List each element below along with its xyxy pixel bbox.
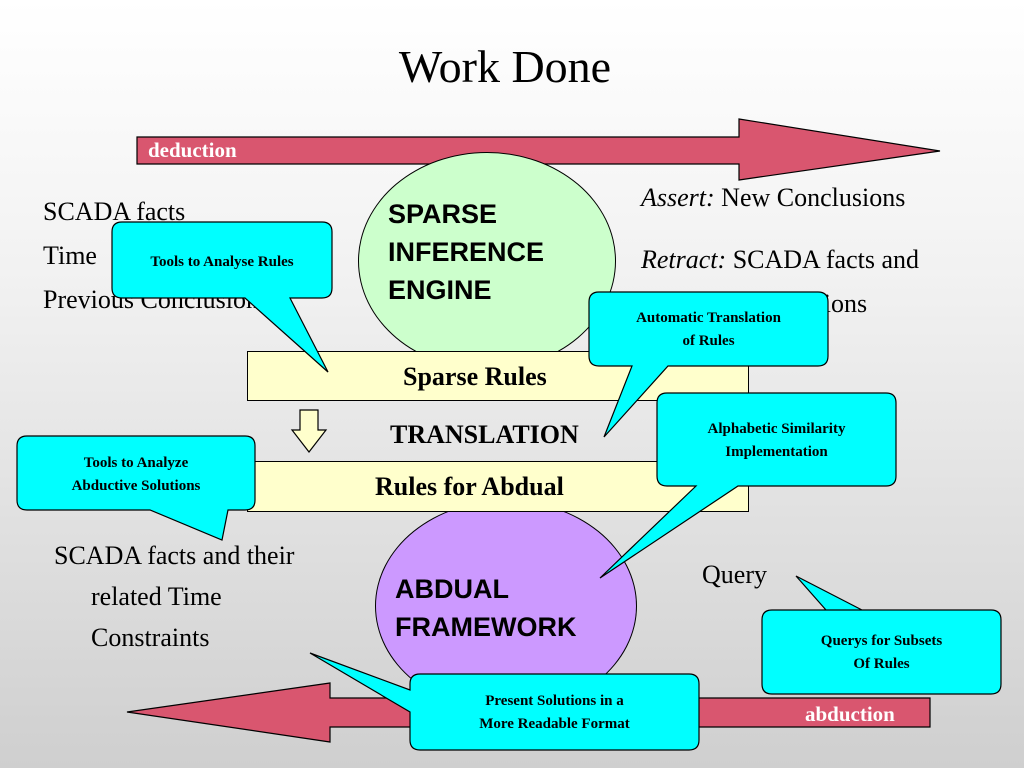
present-line-1: Present Solutions in a xyxy=(485,693,624,709)
callout-auto-translation-box xyxy=(588,291,829,438)
auto-translation-line-2: of Rules xyxy=(682,333,735,349)
assert-text: New Conclusions xyxy=(714,183,906,212)
input-scada-facts: SCADA facts xyxy=(43,197,186,226)
querys-line-1: Querys for Subsets xyxy=(820,633,943,649)
framework-line-2: FRAMEWORK xyxy=(395,612,577,642)
translation-label: TRANSLATION xyxy=(390,420,579,449)
deduction-label: deduction xyxy=(148,138,237,162)
present-line-2: More Readable Format xyxy=(479,716,630,732)
callout-present-text: Present Solutions in a More Readable For… xyxy=(410,690,699,736)
callout-abductive-box xyxy=(16,435,256,541)
constraints-line: Constraints xyxy=(91,623,210,652)
framework-line-1: ABDUAL xyxy=(395,574,509,604)
auto-translation-line-1: Automatic Translation xyxy=(636,310,781,326)
callout-tools-rules-text: Tools to Analyse Rules xyxy=(150,254,294,270)
querys-line-2: Of Rules xyxy=(853,656,910,672)
alphabetic-line-2: Implementation xyxy=(725,444,828,460)
callout-abductive-text: Tools to Analyze Abductive Solutions xyxy=(17,452,255,498)
deduction-arrow xyxy=(136,118,941,181)
retract-text: SCADA facts and xyxy=(726,245,920,274)
retract-line: Retract: SCADA facts and xyxy=(641,238,919,282)
engine-line-1: SPARSE xyxy=(388,199,498,229)
slide-title: Work Done xyxy=(398,41,612,92)
assert-line: Assert: New Conclusions xyxy=(641,176,919,220)
callout-alphabetic-box xyxy=(599,392,897,579)
input-time: Time xyxy=(43,241,97,270)
lower-left-text: SCADA facts and their related Time Const… xyxy=(54,535,294,658)
scada-facts-line: SCADA facts and their xyxy=(54,541,295,570)
abductive-line-1: Tools to Analyze xyxy=(83,455,189,471)
sparse-inference-engine-label: SPARSE INFERENCE ENGINE xyxy=(388,195,544,309)
callout-querys-text: Querys for Subsets Of Rules xyxy=(762,630,1001,676)
sparse-rules-label: Sparse Rules xyxy=(403,362,547,391)
down-arrow-icon xyxy=(290,409,328,453)
assert-label: Assert: xyxy=(641,183,715,212)
left-inputs: SCADA facts Time Previous Conclusions xyxy=(43,190,269,322)
callout-alphabetic-text: Alphabetic Similarity Implementation xyxy=(657,418,896,464)
abduction-label: abduction xyxy=(805,702,895,726)
time-line: related Time xyxy=(91,582,222,611)
sparse-inference-engine-circle xyxy=(358,152,616,370)
rules-for-abdual-label: Rules for Abdual xyxy=(375,472,564,501)
retract-label: Retract: xyxy=(641,245,727,274)
alphabetic-line-1: Alphabetic Similarity xyxy=(707,421,846,437)
abductive-line-2: Abductive Solutions xyxy=(71,478,201,494)
engine-line-3: ENGINE xyxy=(388,275,492,305)
abdual-framework-label: ABDUAL FRAMEWORK xyxy=(395,570,576,646)
query-label: Query xyxy=(702,560,767,589)
callout-present-box xyxy=(309,652,700,751)
callout-tools-rules-box xyxy=(111,221,333,373)
callout-auto-translation-text: Automatic Translation of Rules xyxy=(589,307,828,353)
engine-line-2: INFERENCE xyxy=(388,237,545,267)
callout-querys-box xyxy=(761,575,1002,695)
